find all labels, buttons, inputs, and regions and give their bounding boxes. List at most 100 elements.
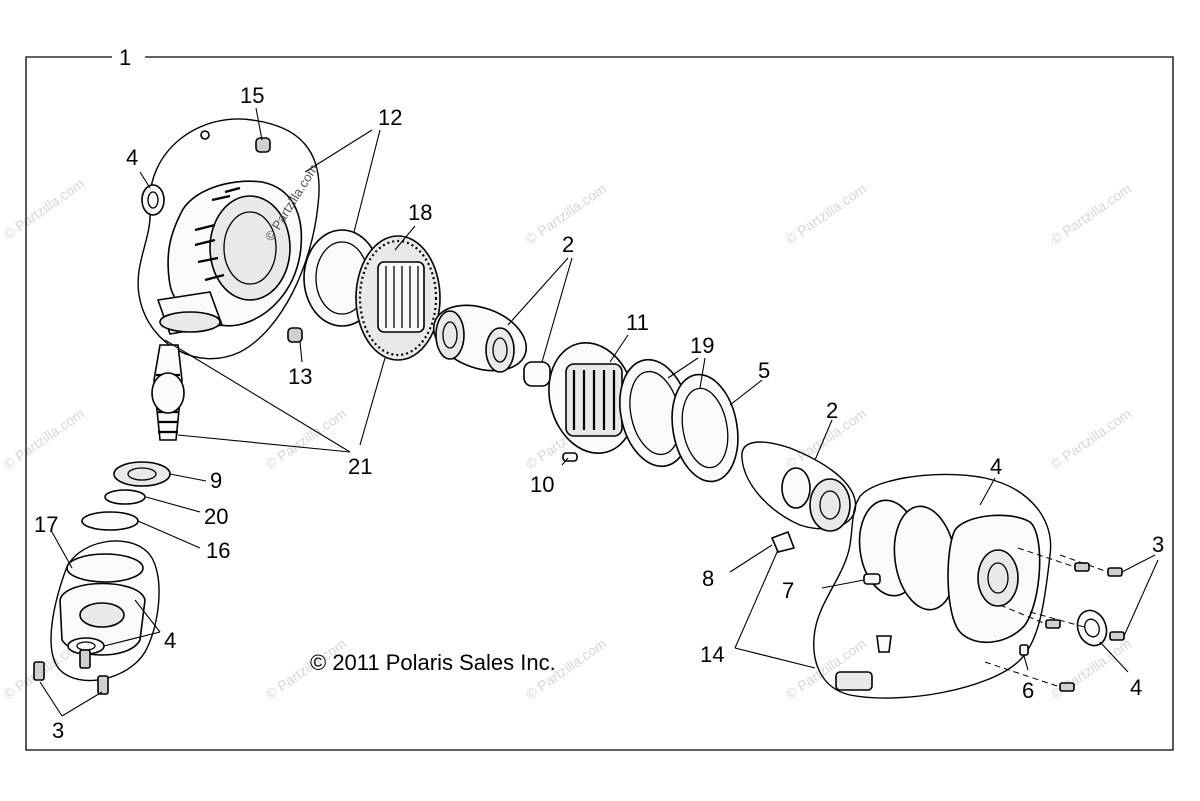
- leader-20: [145, 496, 201, 513]
- shaft-bearing: [113, 461, 171, 487]
- bolt-centerline: [999, 604, 1047, 625]
- callout-5: 5: [758, 358, 770, 383]
- callout-15: 15: [240, 83, 264, 108]
- input-cover-group: [33, 531, 161, 717]
- leader-14b: [734, 647, 816, 669]
- leader-7: [821, 579, 865, 589]
- bolt-centerline: [1029, 611, 1089, 629]
- leader-9: [169, 473, 207, 482]
- cover-bolt: [1045, 619, 1061, 629]
- watermark: © Partzilla.com: [1, 405, 87, 472]
- leader-2a: [507, 257, 569, 326]
- input-cover-bolt: [33, 661, 45, 681]
- callout-10: 10: [530, 472, 554, 497]
- leader-17: [51, 531, 73, 569]
- callout-3: 3: [1152, 532, 1164, 557]
- leader-13: [299, 341, 303, 363]
- wire-clip: [770, 530, 796, 553]
- input-cover-gasket: [66, 553, 144, 583]
- callout-17: 17: [34, 512, 58, 537]
- harness-connector: [835, 671, 873, 691]
- leader-6: [1023, 655, 1029, 671]
- leader-19b: [699, 357, 706, 389]
- coil-plate-inner: [681, 387, 729, 469]
- leader-8: [729, 544, 773, 573]
- watermark: © Partzilla.com: [783, 180, 869, 247]
- watermark: © Partzilla.com: [1, 175, 87, 242]
- callout-21: 21: [348, 454, 372, 479]
- callout-1: 1: [119, 45, 131, 70]
- input-cover-bore: [79, 602, 125, 628]
- callout-16: 16: [206, 538, 230, 563]
- housing-group-outline: [137, 118, 320, 360]
- bearing-spacer: [523, 361, 551, 387]
- callout-3: 3: [52, 718, 64, 743]
- ring-gear-group: [303, 225, 441, 361]
- leader-21a: [164, 339, 351, 453]
- callout-4: 4: [990, 454, 1002, 479]
- watermark: © Partzilla.com: [783, 635, 869, 702]
- pinion-gear: [151, 372, 185, 414]
- callout-4: 4: [1130, 675, 1142, 700]
- callout-7: 7: [782, 578, 794, 603]
- right-bearing-race: [781, 467, 811, 509]
- dowel-pin: [1019, 644, 1029, 656]
- callout-4: 4: [126, 145, 138, 170]
- callout-4: 4: [164, 628, 176, 653]
- leader-4c: [979, 477, 996, 506]
- housing-bore: [209, 195, 291, 301]
- drain-plug: [287, 327, 303, 343]
- bearing-right: [485, 327, 515, 373]
- bearing-left-inner: [442, 321, 458, 349]
- breather-fitting: [200, 130, 210, 140]
- right-bearing-group: [741, 419, 857, 532]
- callout-11: 11: [626, 310, 649, 335]
- cover-bolt: [1107, 567, 1123, 577]
- leader-3-right-a: [1121, 554, 1156, 573]
- leader-3-left-a: [39, 681, 63, 717]
- leader-12b: [351, 129, 381, 241]
- leader-3-left-b: [61, 691, 103, 717]
- watermark: © Partzilla.com: [1048, 180, 1134, 247]
- right-bearing-inner: [819, 490, 841, 520]
- watermark: © Partzilla.com: [1048, 405, 1134, 472]
- callout-13: 13: [288, 364, 312, 389]
- roller-cage-group: [548, 334, 636, 466]
- leader-4b-a: [134, 599, 161, 633]
- cover-bolt: [1109, 631, 1125, 641]
- fill-plug: [255, 137, 271, 153]
- output-cover-group: [729, 473, 1159, 699]
- callout-20: 20: [204, 504, 228, 529]
- shaft-oring-large: [81, 511, 139, 531]
- output-seal-inner: [1084, 618, 1100, 638]
- callout-9: 9: [210, 468, 222, 493]
- bolt-centerline: [984, 661, 1061, 688]
- leader-4a: [139, 171, 151, 189]
- leader-18: [394, 225, 416, 251]
- callout-2: 2: [826, 398, 838, 423]
- housing-seal-inner: [147, 191, 159, 209]
- callout-19: 19: [690, 333, 714, 358]
- callout-8: 8: [702, 566, 714, 591]
- right-bearing-outline: [741, 441, 857, 530]
- leader-12a: [304, 129, 373, 173]
- bearing-left: [435, 310, 465, 360]
- coil-plate: [671, 373, 739, 483]
- input-cover-outline: [50, 540, 160, 682]
- center-bearing-group: [432, 257, 573, 387]
- ring-gear-teeth: [358, 239, 438, 357]
- leader-4b-b: [103, 631, 161, 647]
- leader-11: [609, 334, 629, 363]
- input-shaft-group: [81, 339, 386, 549]
- housing-bore-inner: [223, 211, 277, 285]
- assembly-frame: [25, 56, 1174, 751]
- output-seal: [1076, 609, 1108, 647]
- callout-12: 12: [378, 105, 402, 130]
- main-housing-group: [137, 107, 381, 363]
- bearing-right-inner: [492, 337, 508, 363]
- housing-ribs: [194, 186, 241, 282]
- bolt-centerline: [1017, 547, 1076, 568]
- cover-bolt: [1074, 562, 1090, 572]
- leader-16: [137, 520, 201, 549]
